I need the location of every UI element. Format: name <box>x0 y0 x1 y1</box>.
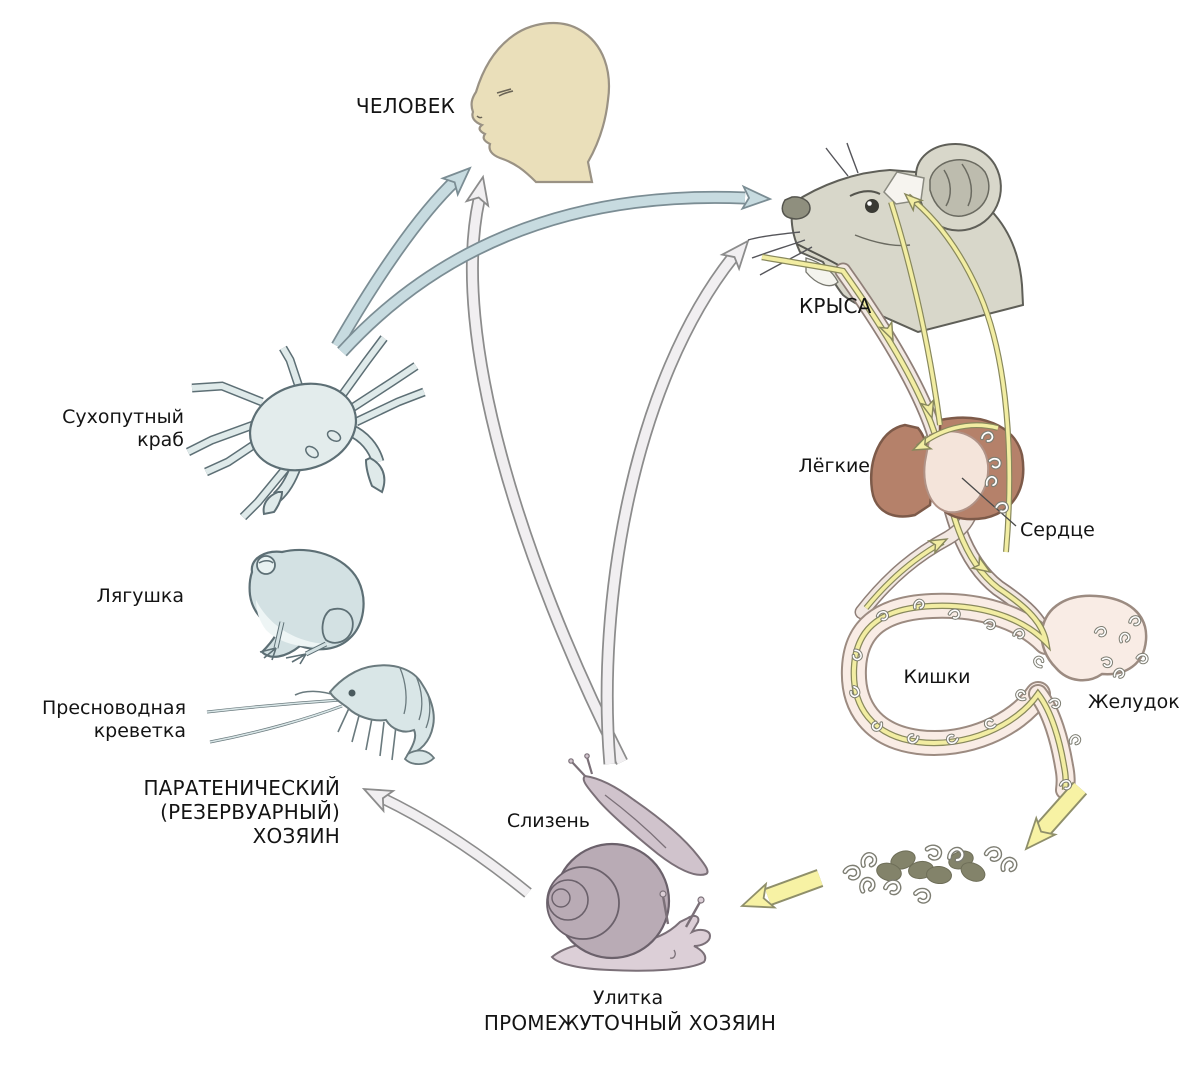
intestines-label: Кишки <box>903 666 971 688</box>
land-crab-label: Сухопутный краб <box>62 406 184 451</box>
larva-path-vessels <box>863 171 1013 610</box>
stomach-label: Желудок <box>1088 691 1180 713</box>
arrow-intermediate-host-to-rat <box>600 239 750 765</box>
slug-label: Слизень <box>506 810 590 832</box>
crab-illustration <box>185 335 426 521</box>
frog-label: Лягушка <box>96 585 184 607</box>
human-label: ЧЕЛОВЕК <box>355 94 455 118</box>
lungs-label: Лёгкие <box>798 455 870 477</box>
heart-label: Сердце <box>1020 519 1095 541</box>
arrow-snail-to-paratenic-hosts <box>361 787 532 898</box>
paratenic-host-label: ПАРАТЕНИЧЕСКИЙ (РЕЗЕРВУАРНЫЙ) ХОЗЯИН <box>143 776 340 848</box>
arrow-paratenic-hosts-to-rat <box>337 184 773 357</box>
snail-illustration <box>546 842 712 972</box>
slug-illustration <box>568 753 709 876</box>
shrimp-illustration <box>206 664 436 766</box>
rat-nose <box>781 196 811 220</box>
arrow-rat-gut-to-feces <box>1024 781 1088 851</box>
rat-eye <box>865 199 879 213</box>
heart-pointer-line <box>961 477 1017 527</box>
stomach-illustration <box>1040 594 1148 682</box>
larva-path-gut <box>761 253 1069 791</box>
arrow-feces-to-snail <box>739 869 824 909</box>
arrow-paratenic-hosts-to-human <box>331 166 472 350</box>
frog-illustration <box>248 548 365 665</box>
human-illustration <box>470 22 611 184</box>
feces-illustration <box>876 850 986 885</box>
heart-illustration <box>923 430 990 514</box>
intermediate-host-label: ПРОМЕЖУТОЧНЫЙ ХОЗЯИН <box>483 1011 777 1035</box>
arrow-intermediate-host-to-human <box>464 174 628 765</box>
snail-label: Улитка <box>592 987 664 1009</box>
human-eye <box>496 88 514 97</box>
freshwater-shrimp-label: Пресноводная креветка <box>42 697 186 742</box>
rat-label: КРЫСА <box>799 294 872 318</box>
